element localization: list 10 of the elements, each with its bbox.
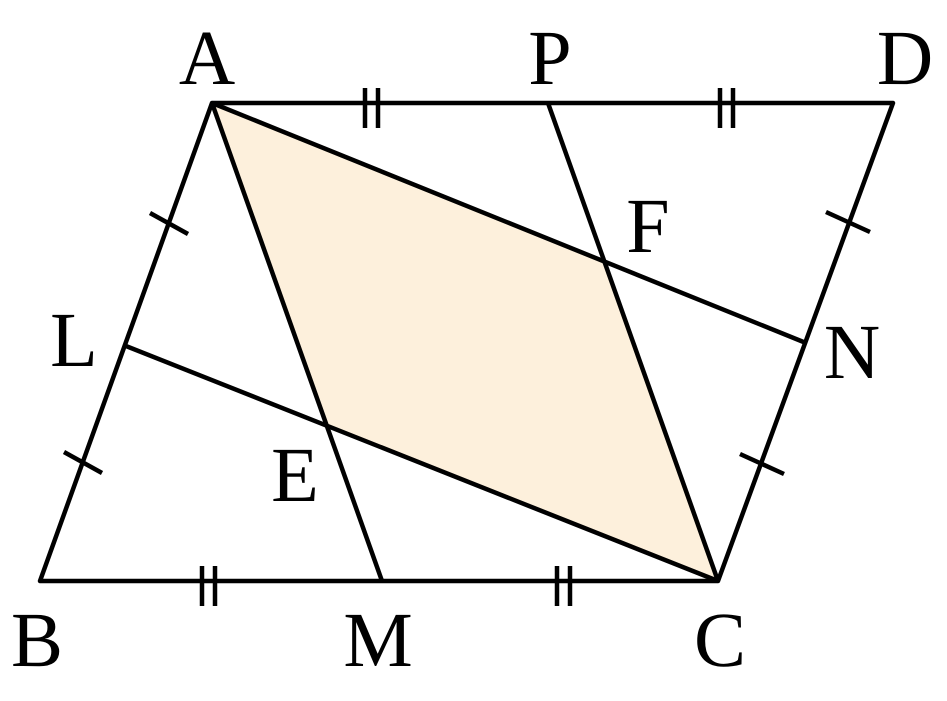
point-label: F [626,187,670,265]
point-label: E [271,436,319,514]
point-label: L [50,301,98,379]
point-label: A [178,19,236,97]
point-label: C [694,601,746,679]
point-label: P [528,19,572,97]
point-label: B [10,601,64,679]
point-label: D [876,19,934,97]
point-label: N [824,313,880,391]
point-label: M [343,601,413,679]
